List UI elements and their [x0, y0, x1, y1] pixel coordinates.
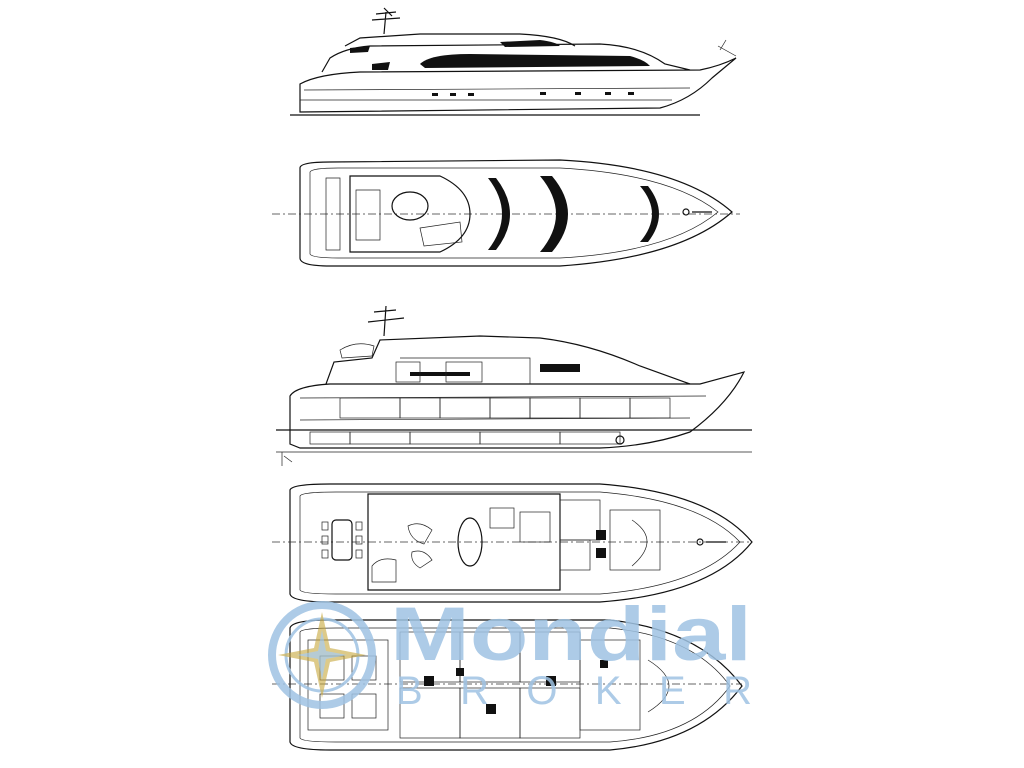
portholes: [432, 92, 634, 96]
main-deck-plan-view: [272, 483, 753, 603]
cabins: [399, 631, 641, 739]
exterior-profile-view: [290, 7, 737, 116]
compartments: [339, 361, 671, 419]
aft-chairs: [321, 521, 363, 559]
watermark-brand-top: Mondial: [390, 592, 752, 677]
longitudinal-section-view: [276, 305, 752, 466]
tank-row: [309, 431, 621, 445]
flybridge-plan-view: [272, 159, 740, 267]
compass-rose-logo-icon: [268, 601, 376, 709]
